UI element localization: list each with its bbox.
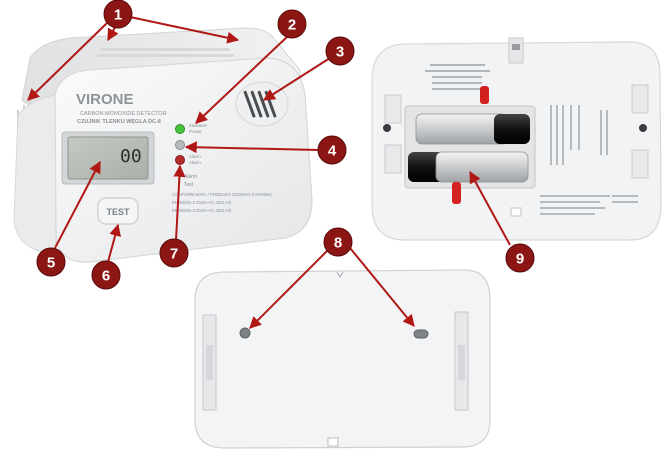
mounting-plate [194, 269, 491, 449]
svg-text:1: 1 [114, 7, 122, 24]
callout-badges: 1 2 3 4 5 6 7 8 [36, 0, 535, 290]
test-button[interactable]: TEST [97, 197, 139, 225]
top-vent [96, 48, 234, 57]
svg-text:CONFORM WITH / PRODUKT ZGODNY: CONFORM WITH / PRODUKT ZGODNY Z NORMĄ: [172, 192, 273, 197]
callout-badge-5: 5 [36, 247, 66, 277]
svg-text:Alarm: Alarm [189, 154, 201, 159]
product-line-2: CZUJNIK TLENKU WĘGLA DC-8 [77, 119, 161, 125]
svg-text:7: 7 [170, 246, 178, 263]
callout-badge-6: 6 [91, 260, 121, 290]
callout-arrows [27, 16, 511, 329]
certification-text: CONFORM WITH / PRODUKT ZGODNY Z NORMĄ: E… [172, 192, 273, 213]
callout-badge-7: 7 [159, 238, 189, 268]
callout-badge-4: 4 [317, 135, 347, 165]
svg-text:Power: Power [189, 129, 202, 134]
callout-badge-2: 2 [277, 9, 307, 39]
power-led: Zasilanie Power [175, 123, 208, 134]
callout-badge-8: 8 [323, 227, 353, 257]
svg-text:EN 50291-1:2018+AC:2021-03: EN 50291-1:2018+AC:2021-03 [172, 200, 232, 205]
lcd-value: 00 [120, 146, 142, 167]
callout-badge-1: 1 [103, 0, 133, 29]
svg-text:TEST: TEST [106, 207, 130, 217]
fault-led [175, 140, 185, 150]
brand-logo: VIRONE [76, 91, 134, 108]
detector-front: VIRONE CARBON MONOXIDE DETECTOR CZUJNIK … [13, 27, 313, 263]
svg-text:EN 50291-2:2019+AC:2021-03: EN 50291-2:2019+AC:2021-03 [172, 208, 232, 213]
alarm-led: Alarm Alarm [175, 154, 201, 165]
legend-text: Alarm Test [184, 174, 197, 188]
callout-badge-3: 3 [325, 36, 355, 66]
product-line-1: CARBON MONOXIDE DETECTOR [80, 111, 167, 117]
svg-text:Test: Test [184, 182, 194, 188]
svg-text:4: 4 [328, 143, 337, 160]
battery [408, 151, 529, 183]
svg-text:5: 5 [47, 255, 55, 272]
svg-text:8: 8 [334, 235, 342, 252]
lcd-display: 00 [61, 131, 155, 185]
svg-text:Alarm: Alarm [184, 174, 197, 180]
svg-text:6: 6 [102, 268, 110, 285]
svg-text:3: 3 [336, 44, 344, 61]
svg-text:2: 2 [288, 17, 296, 34]
svg-text:Zasilanie: Zasilanie [189, 123, 208, 128]
svg-text:9: 9 [516, 251, 524, 268]
battery [415, 113, 530, 145]
detector-back [371, 37, 662, 241]
callout-badge-9: 9 [505, 243, 535, 273]
svg-text:Alarm: Alarm [189, 160, 201, 165]
